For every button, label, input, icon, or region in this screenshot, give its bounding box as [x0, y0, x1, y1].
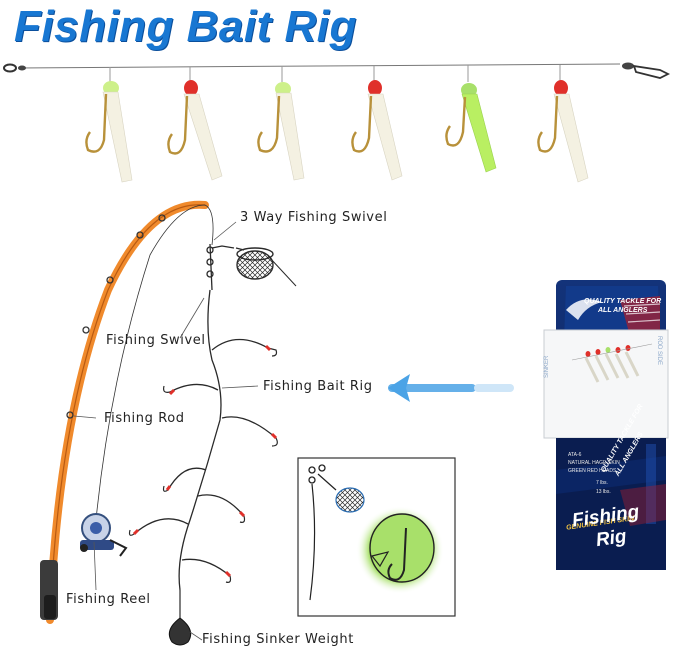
leader-lines	[73, 221, 259, 641]
top-hook-6	[537, 65, 589, 183]
rig-diagram	[133, 243, 277, 591]
package-hooks	[571, 343, 653, 383]
pkg-spec-1: ATA-6	[568, 452, 582, 458]
left-swivel-icon	[3, 63, 26, 73]
pkg-spec-4: 7 lbs.	[596, 480, 608, 486]
pkg-tagline-top-2: ALL ANGLERS	[598, 307, 648, 314]
label-fishing-reel: Fishing Reel	[66, 592, 151, 607]
rig-package	[543, 280, 669, 570]
diagram-hook-icons	[128, 344, 278, 583]
label-fishing-rod: Fishing Rod	[104, 411, 185, 426]
pkg-side-sinker: SINKER	[544, 355, 550, 378]
top-main-line	[17, 63, 621, 69]
pkg-spec-2: NATURAL HAGE-SKIN	[568, 460, 620, 466]
top-hook-2	[167, 67, 223, 181]
net-icon	[236, 247, 297, 287]
label-3way-swivel: 3 Way Fishing Swivel	[240, 210, 388, 225]
reel-icon	[80, 513, 128, 557]
sinker-icon	[168, 590, 192, 646]
pkg-side-rod: ROD SIDE	[656, 336, 662, 366]
pkg-spec-3: GREEN RED HEADS	[568, 468, 617, 474]
label-fishing-swivel: Fishing Swivel	[106, 333, 206, 348]
pkg-tagline-top-1: QUALITY TACKLE FOR	[584, 298, 662, 305]
top-hook-5	[445, 65, 497, 173]
top-hook-1	[85, 67, 133, 183]
pkg-spec-5: 13 lbs.	[596, 489, 611, 495]
right-snap-swivel-icon	[622, 62, 671, 79]
pkg-brand-2: Rig	[594, 525, 628, 552]
inset-zoom-box	[297, 457, 456, 617]
label-fishing-bait-rig: Fishing Bait Rig	[263, 379, 373, 394]
page-title: Fishing Bait Rig	[14, 2, 357, 51]
top-hook-4	[351, 66, 403, 181]
fishing-rod	[40, 200, 214, 624]
label-sinker-weight: Fishing Sinker Weight	[202, 632, 354, 647]
arrow-icon	[388, 374, 514, 402]
top-hook-3	[257, 66, 305, 181]
